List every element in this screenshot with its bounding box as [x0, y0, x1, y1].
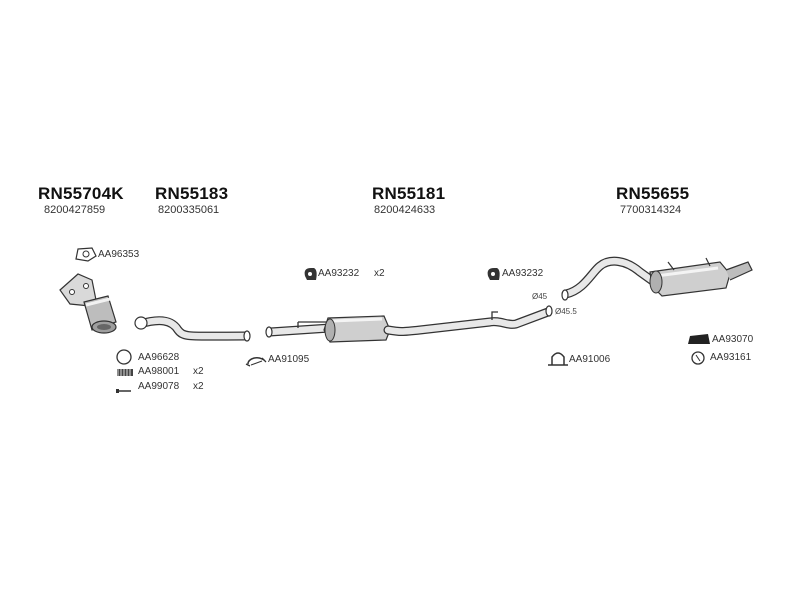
catalytic-converter-icon[interactable] — [59, 273, 117, 334]
fitting-code[interactable]: AA96628 — [138, 352, 180, 363]
rubber-mount-icon[interactable] — [487, 268, 500, 280]
part-number-rear-silencer[interactable]: RN55655 — [616, 184, 690, 203]
rubber-mount-icon[interactable] — [304, 268, 317, 280]
ring-gasket-icon[interactable] — [116, 349, 132, 365]
clamp-icon[interactable] — [548, 352, 568, 366]
gasket-icon[interactable] — [75, 247, 97, 262]
mounting-rubber-icon[interactable] — [688, 334, 710, 344]
oe-number-middle-silencer: 8200424633 — [374, 204, 436, 216]
fitting-code[interactable]: AA99078 — [138, 381, 180, 392]
middle-silencer-icon[interactable] — [265, 305, 553, 343]
fitting-code[interactable]: AA98001 — [138, 366, 180, 377]
spring-icon[interactable] — [117, 369, 133, 376]
diameter-label: Ø45 — [532, 292, 548, 301]
bolt-icon[interactable] — [116, 389, 131, 393]
part-number-front-pipe[interactable]: RN55183 — [155, 184, 229, 203]
fitting-code[interactable]: AA93070 — [712, 334, 754, 345]
diameter-label: Ø45.5 — [555, 307, 577, 316]
oe-number-rear-silencer: 7700314324 — [620, 204, 682, 216]
part-number-middle-silencer[interactable]: RN55181 — [372, 184, 446, 203]
part-number-catalyst[interactable]: RN55704K — [38, 184, 124, 203]
oe-number-catalyst: 8200427859 — [44, 204, 106, 216]
rear-silencer-icon[interactable] — [561, 256, 753, 301]
fitting-code[interactable]: AA93232 — [502, 268, 544, 279]
fitting-code[interactable]: AA91006 — [569, 354, 611, 365]
fitting-qty: x2 — [193, 366, 204, 377]
fitting-code[interactable]: AA91095 — [268, 354, 310, 365]
clamp-icon[interactable] — [245, 357, 267, 367]
fitting-qty: x2 — [193, 381, 204, 392]
ring-clip-icon[interactable] — [691, 351, 705, 365]
fitting-code[interactable]: AA93161 — [710, 352, 752, 363]
fitting-code[interactable]: AA93232 — [318, 268, 360, 279]
fitting-qty: x2 — [374, 268, 385, 279]
front-pipe-icon[interactable] — [134, 316, 251, 342]
oe-number-front-pipe: 8200335061 — [158, 204, 220, 216]
fitting-code[interactable]: AA96353 — [98, 249, 140, 260]
